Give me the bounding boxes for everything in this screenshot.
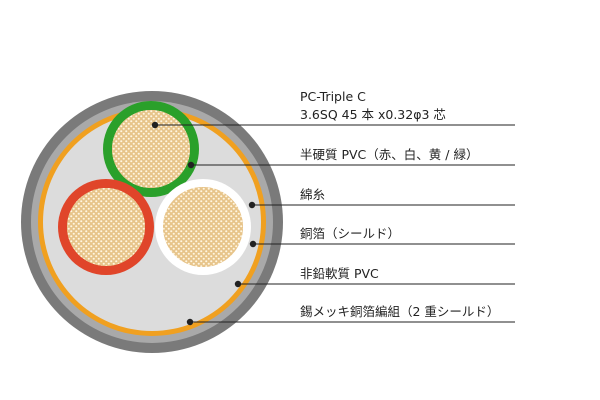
leader-dot-conductor [151, 121, 159, 129]
leader-dot-foil [249, 240, 257, 248]
label-sheath: 非鉛軟質 PVC [300, 266, 379, 281]
label-conductor-line2: 3.6SQ 45 本 x0.32φ3 芯 [300, 107, 446, 122]
core-green-strands [112, 110, 190, 188]
leader-dot-insulation [187, 161, 195, 169]
leader-dot-sheath [234, 280, 242, 288]
label-insulation: 半硬質 PVC（赤、白、黄 / 緑） [300, 147, 478, 162]
label-foil: 銅箔（シールド） [300, 226, 400, 241]
leader-dot-cotton [248, 201, 256, 209]
leader-dot-braid [186, 318, 194, 326]
core-white-strands [163, 187, 243, 267]
core-red-strands [67, 188, 145, 266]
label-cotton: 綿糸 [300, 187, 325, 202]
label-conductor-line1: PC-Triple C [300, 89, 366, 104]
label-braid: 錫メッキ銅箔編組（2 重シールド） [300, 304, 499, 319]
